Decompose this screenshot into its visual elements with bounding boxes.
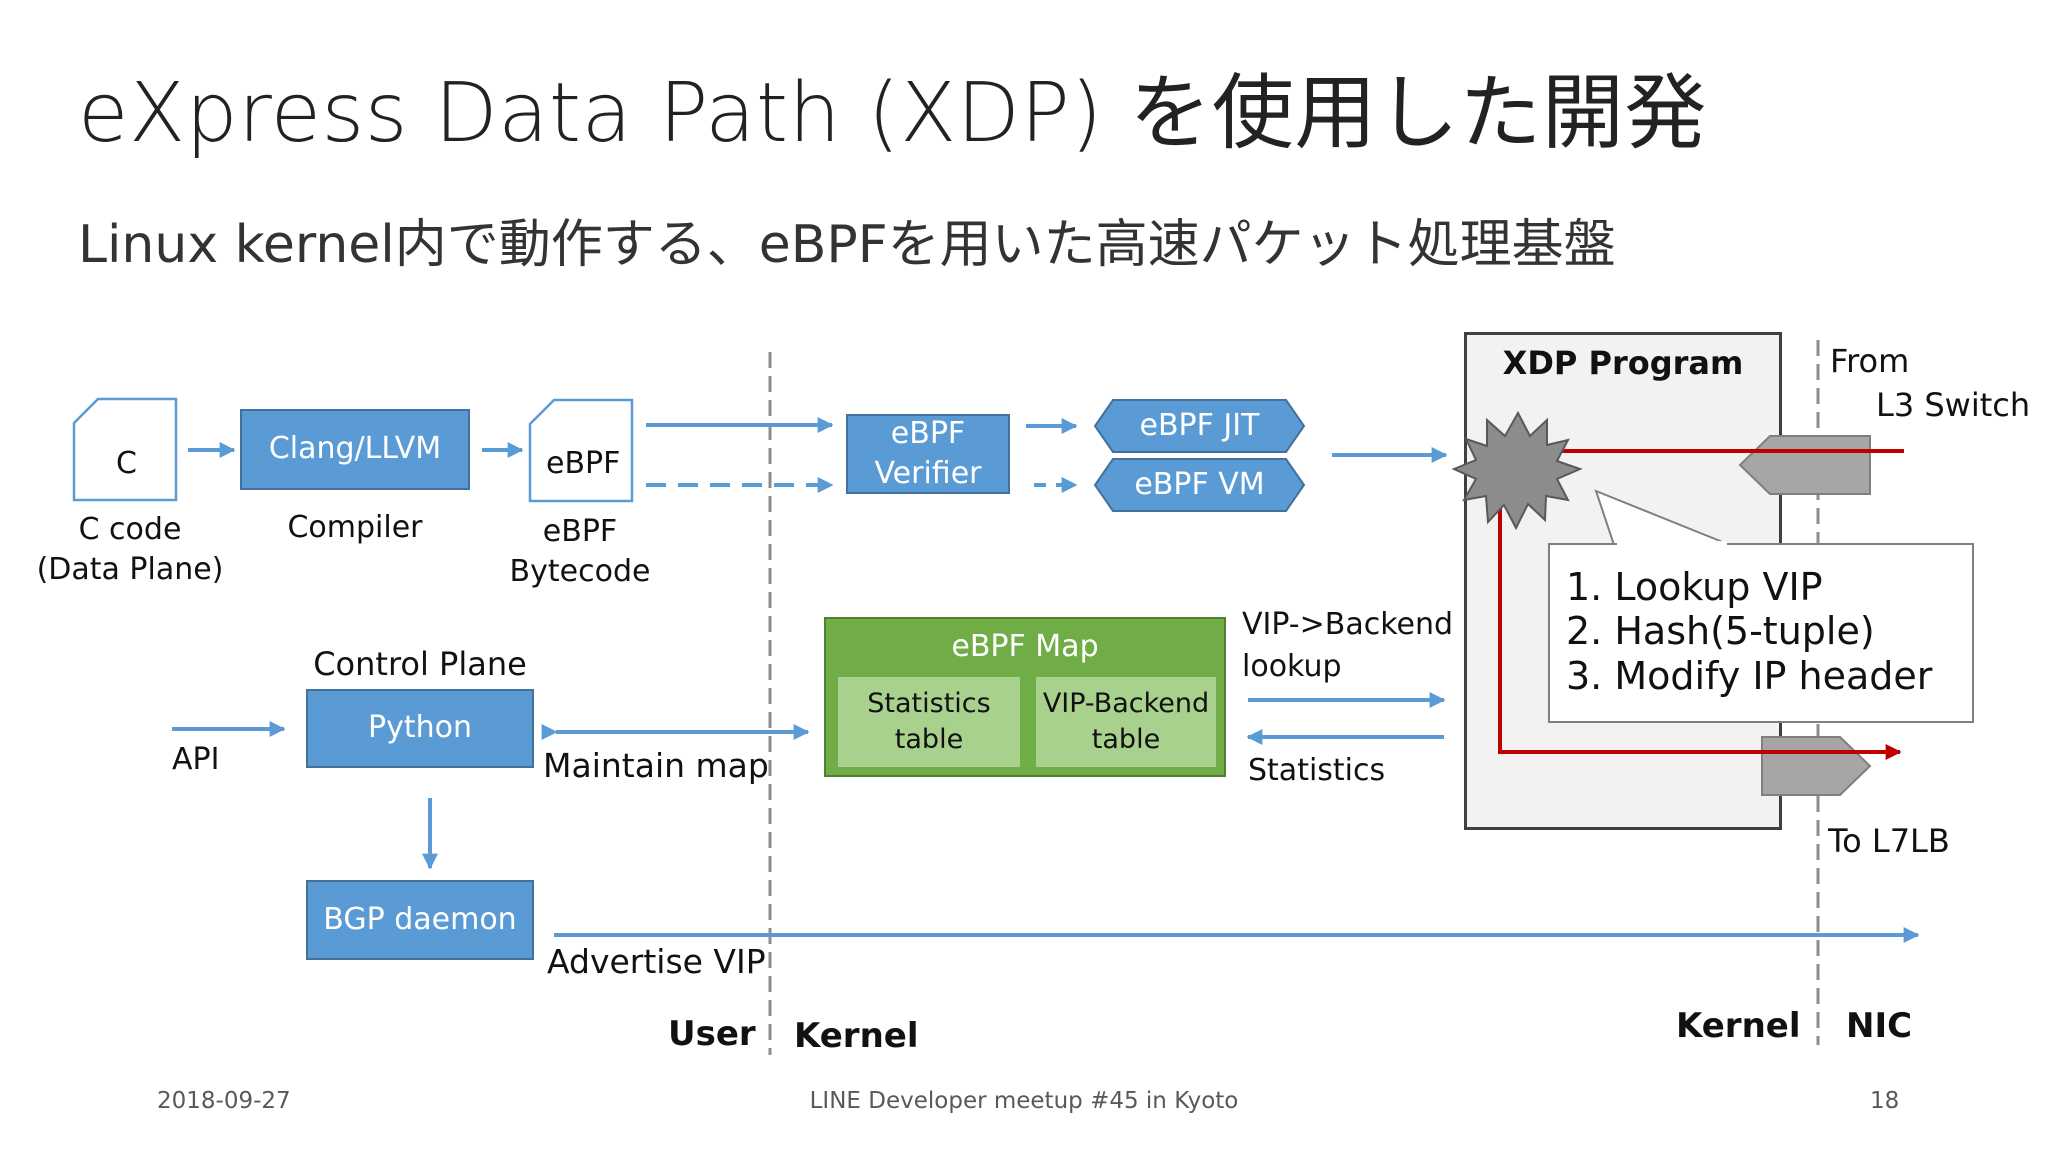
- xdp-program-title: XDP Program: [1502, 344, 1744, 382]
- stats-line2: table: [894, 724, 964, 755]
- nic-in-port: [1738, 435, 1871, 495]
- c-code-caption: C code (Data Plane): [30, 510, 230, 590]
- from-l3-switch-line2: L3 Switch: [1876, 386, 2031, 424]
- vip-line2: table: [1091, 724, 1161, 755]
- statistics-table-cell: Statistics table: [838, 677, 1020, 767]
- slide-title: eXpress Data Path (XDP) を使用した開発: [78, 66, 1707, 161]
- zone-kernel-left-label: Kernel: [794, 1016, 919, 1056]
- bytecode-caption-line1: eBPF: [542, 514, 618, 549]
- bgp-daemon-box: BGP daemon: [306, 880, 534, 960]
- xdp-steps-callout: 1. Lookup VIP 2. Hash(5-tuple) 3. Modify…: [1548, 543, 1974, 723]
- zone-user-label: User: [668, 1014, 756, 1054]
- footer-event: LINE Developer meetup #45 in Kyoto: [809, 1088, 1239, 1114]
- control-plane-heading: Control Plane: [313, 645, 527, 683]
- verifier-line1: eBPF: [890, 415, 966, 451]
- c-code-caption-line1: C code: [78, 512, 182, 547]
- c-file-icon-text: C: [116, 446, 137, 481]
- ebpf-jit-label: eBPF JIT: [1139, 408, 1260, 443]
- ebpf-map-title: eBPF Map: [951, 629, 1099, 664]
- c-file-shape: [72, 397, 178, 502]
- vm-shape: [1093, 458, 1306, 512]
- maintain-map-label: Maintain map: [543, 746, 769, 785]
- vip-lookup-label: VIP->Backend lookup: [1242, 604, 1453, 688]
- verifier-line2: Verifier: [874, 456, 982, 491]
- vip-line1: VIP-Backend: [1042, 687, 1210, 719]
- callout-pointer-joint: [1617, 541, 1727, 547]
- advertise-vip-label: Advertise VIP: [547, 942, 766, 981]
- xdp-step-1: 1. Lookup VIP: [1566, 565, 1823, 609]
- to-l7lb-label: To L7LB: [1828, 822, 1950, 860]
- slide-subtitle: Linux kernel内で動作する、eBPFを用いた高速パケット処理基盤: [78, 215, 1616, 275]
- lookup-line1: VIP->Backend: [1242, 607, 1454, 642]
- compiler-caption: Compiler: [287, 510, 423, 545]
- xdp-step-2: 2. Hash(5-tuple): [1566, 609, 1875, 654]
- python-box: Python: [306, 689, 534, 768]
- bytecode-caption: eBPF Bytecode: [480, 512, 680, 592]
- bytecode-caption-line2: Bytecode: [509, 554, 651, 589]
- c-code-caption-line2: (Data Plane): [36, 552, 224, 587]
- nic-out-port: [1761, 736, 1872, 796]
- vip-backend-table-cell: VIP-Backend table: [1036, 677, 1216, 767]
- footer-date: 2018-09-27: [157, 1088, 291, 1114]
- clang-llvm-box: Clang/LLVM: [240, 409, 470, 490]
- api-label: API: [172, 742, 220, 777]
- footer-page-number: 18: [1870, 1088, 1900, 1114]
- ebpf-map-box: eBPF Map Statistics table VIP-Backend ta…: [824, 617, 1226, 777]
- ebpf-verifier-box: eBPF Verifier: [846, 414, 1010, 494]
- xdp-step-3: 3. Modify IP header: [1566, 653, 1933, 698]
- packet-path: [1498, 449, 1904, 760]
- bytecode-icon-text: eBPF: [546, 446, 621, 481]
- from-l3-switch-line1: From: [1830, 342, 1910, 380]
- bytecode-file-shape: [528, 398, 634, 503]
- stats-line1: Statistics: [867, 687, 991, 719]
- xdp-burst-shape: [1451, 410, 1583, 531]
- statistics-label: Statistics: [1248, 753, 1386, 788]
- jit-shape: [1093, 399, 1306, 453]
- zone-kernel-right-label: Kernel: [1676, 1006, 1801, 1046]
- lookup-line2: lookup: [1242, 649, 1342, 684]
- ebpf-vm-label: eBPF VM: [1134, 467, 1265, 502]
- callout-pointer: [1594, 489, 1731, 546]
- zone-nic-label: NIC: [1846, 1006, 1913, 1046]
